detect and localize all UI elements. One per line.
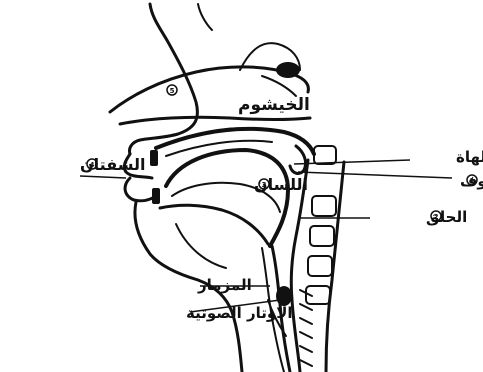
label-uvula-text: اللهاة xyxy=(456,148,483,166)
sinus-mark xyxy=(276,62,300,78)
label-tongue: اللسان 3 xyxy=(254,175,308,194)
label-tongue-number: 3 xyxy=(262,181,267,189)
lips-leader xyxy=(80,176,126,178)
label-lips-number: 4 xyxy=(90,161,95,169)
vocal-cords-mark xyxy=(276,286,292,306)
label-larynx-text: المزمار xyxy=(197,276,252,294)
label-oral-cavity-number: 1 xyxy=(470,177,475,185)
label-pharynx: الحلق 2 xyxy=(426,208,467,226)
label-nasal-cavity-text: الخيشوم xyxy=(238,95,310,115)
label-larynx: المزمار xyxy=(197,276,252,294)
uvula-leader xyxy=(294,160,410,164)
label-uvula: اللهاة xyxy=(456,148,483,166)
label-lips: الشفتان 4 xyxy=(80,155,145,174)
label-pharynx-text: الحلق xyxy=(426,208,467,226)
label-vocal-cords: الاوتار الصوتية xyxy=(186,304,293,322)
label-oral-cavity: الجوف 1 xyxy=(460,172,483,190)
label-nasal-cavity-number: 5 xyxy=(170,87,175,95)
mouth-floor xyxy=(160,205,268,268)
label-vocal-cords-text: الاوتار الصوتية xyxy=(186,304,293,322)
tongue-shape xyxy=(166,150,288,246)
label-pharynx-number: 2 xyxy=(434,213,439,221)
oral-cavity-leader xyxy=(298,172,452,178)
